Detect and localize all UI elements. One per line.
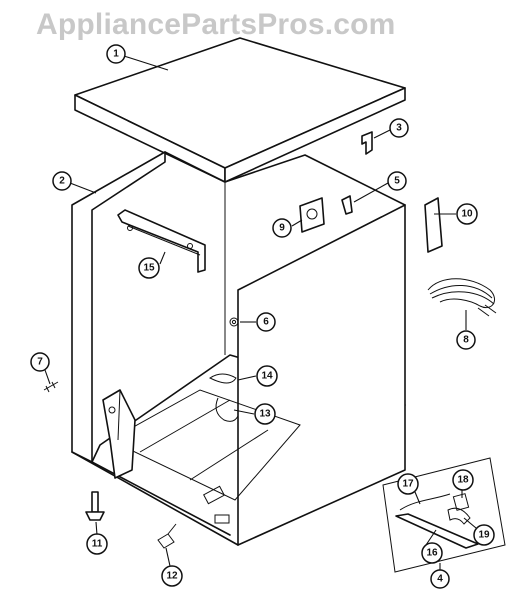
callout-10-label: 10: [461, 209, 473, 220]
callout-16-label: 16: [426, 548, 438, 559]
callout-6-label: 6: [263, 317, 269, 328]
callout-2[interactable]: 2: [52, 171, 72, 191]
callout-17-label: 17: [402, 479, 414, 490]
callout-18-label: 18: [457, 475, 469, 486]
callout-19-label: 19: [478, 530, 490, 541]
callout-13-label: 13: [259, 409, 271, 420]
callout-9-label: 9: [279, 223, 285, 234]
leader-lines: [44, 55, 477, 570]
callout-7[interactable]: 7: [30, 352, 50, 372]
callout-5[interactable]: 5: [387, 171, 407, 191]
callout-8[interactable]: 8: [456, 330, 476, 350]
callout-15-label: 15: [143, 263, 155, 274]
callout-6[interactable]: 6: [256, 312, 276, 332]
callout-5-label: 5: [394, 176, 400, 187]
callout-15[interactable]: 15: [138, 257, 160, 279]
callout-1[interactable]: 1: [106, 44, 126, 64]
callout-7-label: 7: [37, 357, 43, 368]
callout-1-label: 1: [113, 49, 119, 60]
callout-10[interactable]: 10: [456, 203, 478, 225]
callout-8-label: 8: [463, 335, 469, 346]
callout-4[interactable]: 4: [430, 569, 450, 589]
callout-4-label: 4: [437, 574, 443, 585]
callout-18[interactable]: 18: [452, 469, 474, 491]
callout-11-label: 11: [92, 539, 103, 550]
callout-3-label: 3: [396, 123, 402, 134]
callout-2-label: 2: [59, 176, 65, 187]
callout-11[interactable]: 11: [86, 533, 108, 555]
loose-parts: [43, 131, 506, 573]
callout-16[interactable]: 16: [421, 542, 443, 564]
callout-19[interactable]: 19: [473, 524, 495, 546]
callout-14[interactable]: 14: [256, 365, 278, 387]
callout-17[interactable]: 17: [397, 473, 419, 495]
callout-3[interactable]: 3: [389, 118, 409, 138]
callout-9[interactable]: 9: [272, 218, 292, 238]
callout-12[interactable]: 12: [161, 565, 183, 587]
cabinet-body: [71, 151, 406, 546]
top-panel: [74, 37, 406, 183]
callout-13[interactable]: 13: [254, 403, 276, 425]
watermark-text: AppliancePartsPros.com: [36, 8, 396, 41]
callout-14-label: 14: [261, 371, 273, 382]
callout-12-label: 12: [166, 571, 178, 582]
